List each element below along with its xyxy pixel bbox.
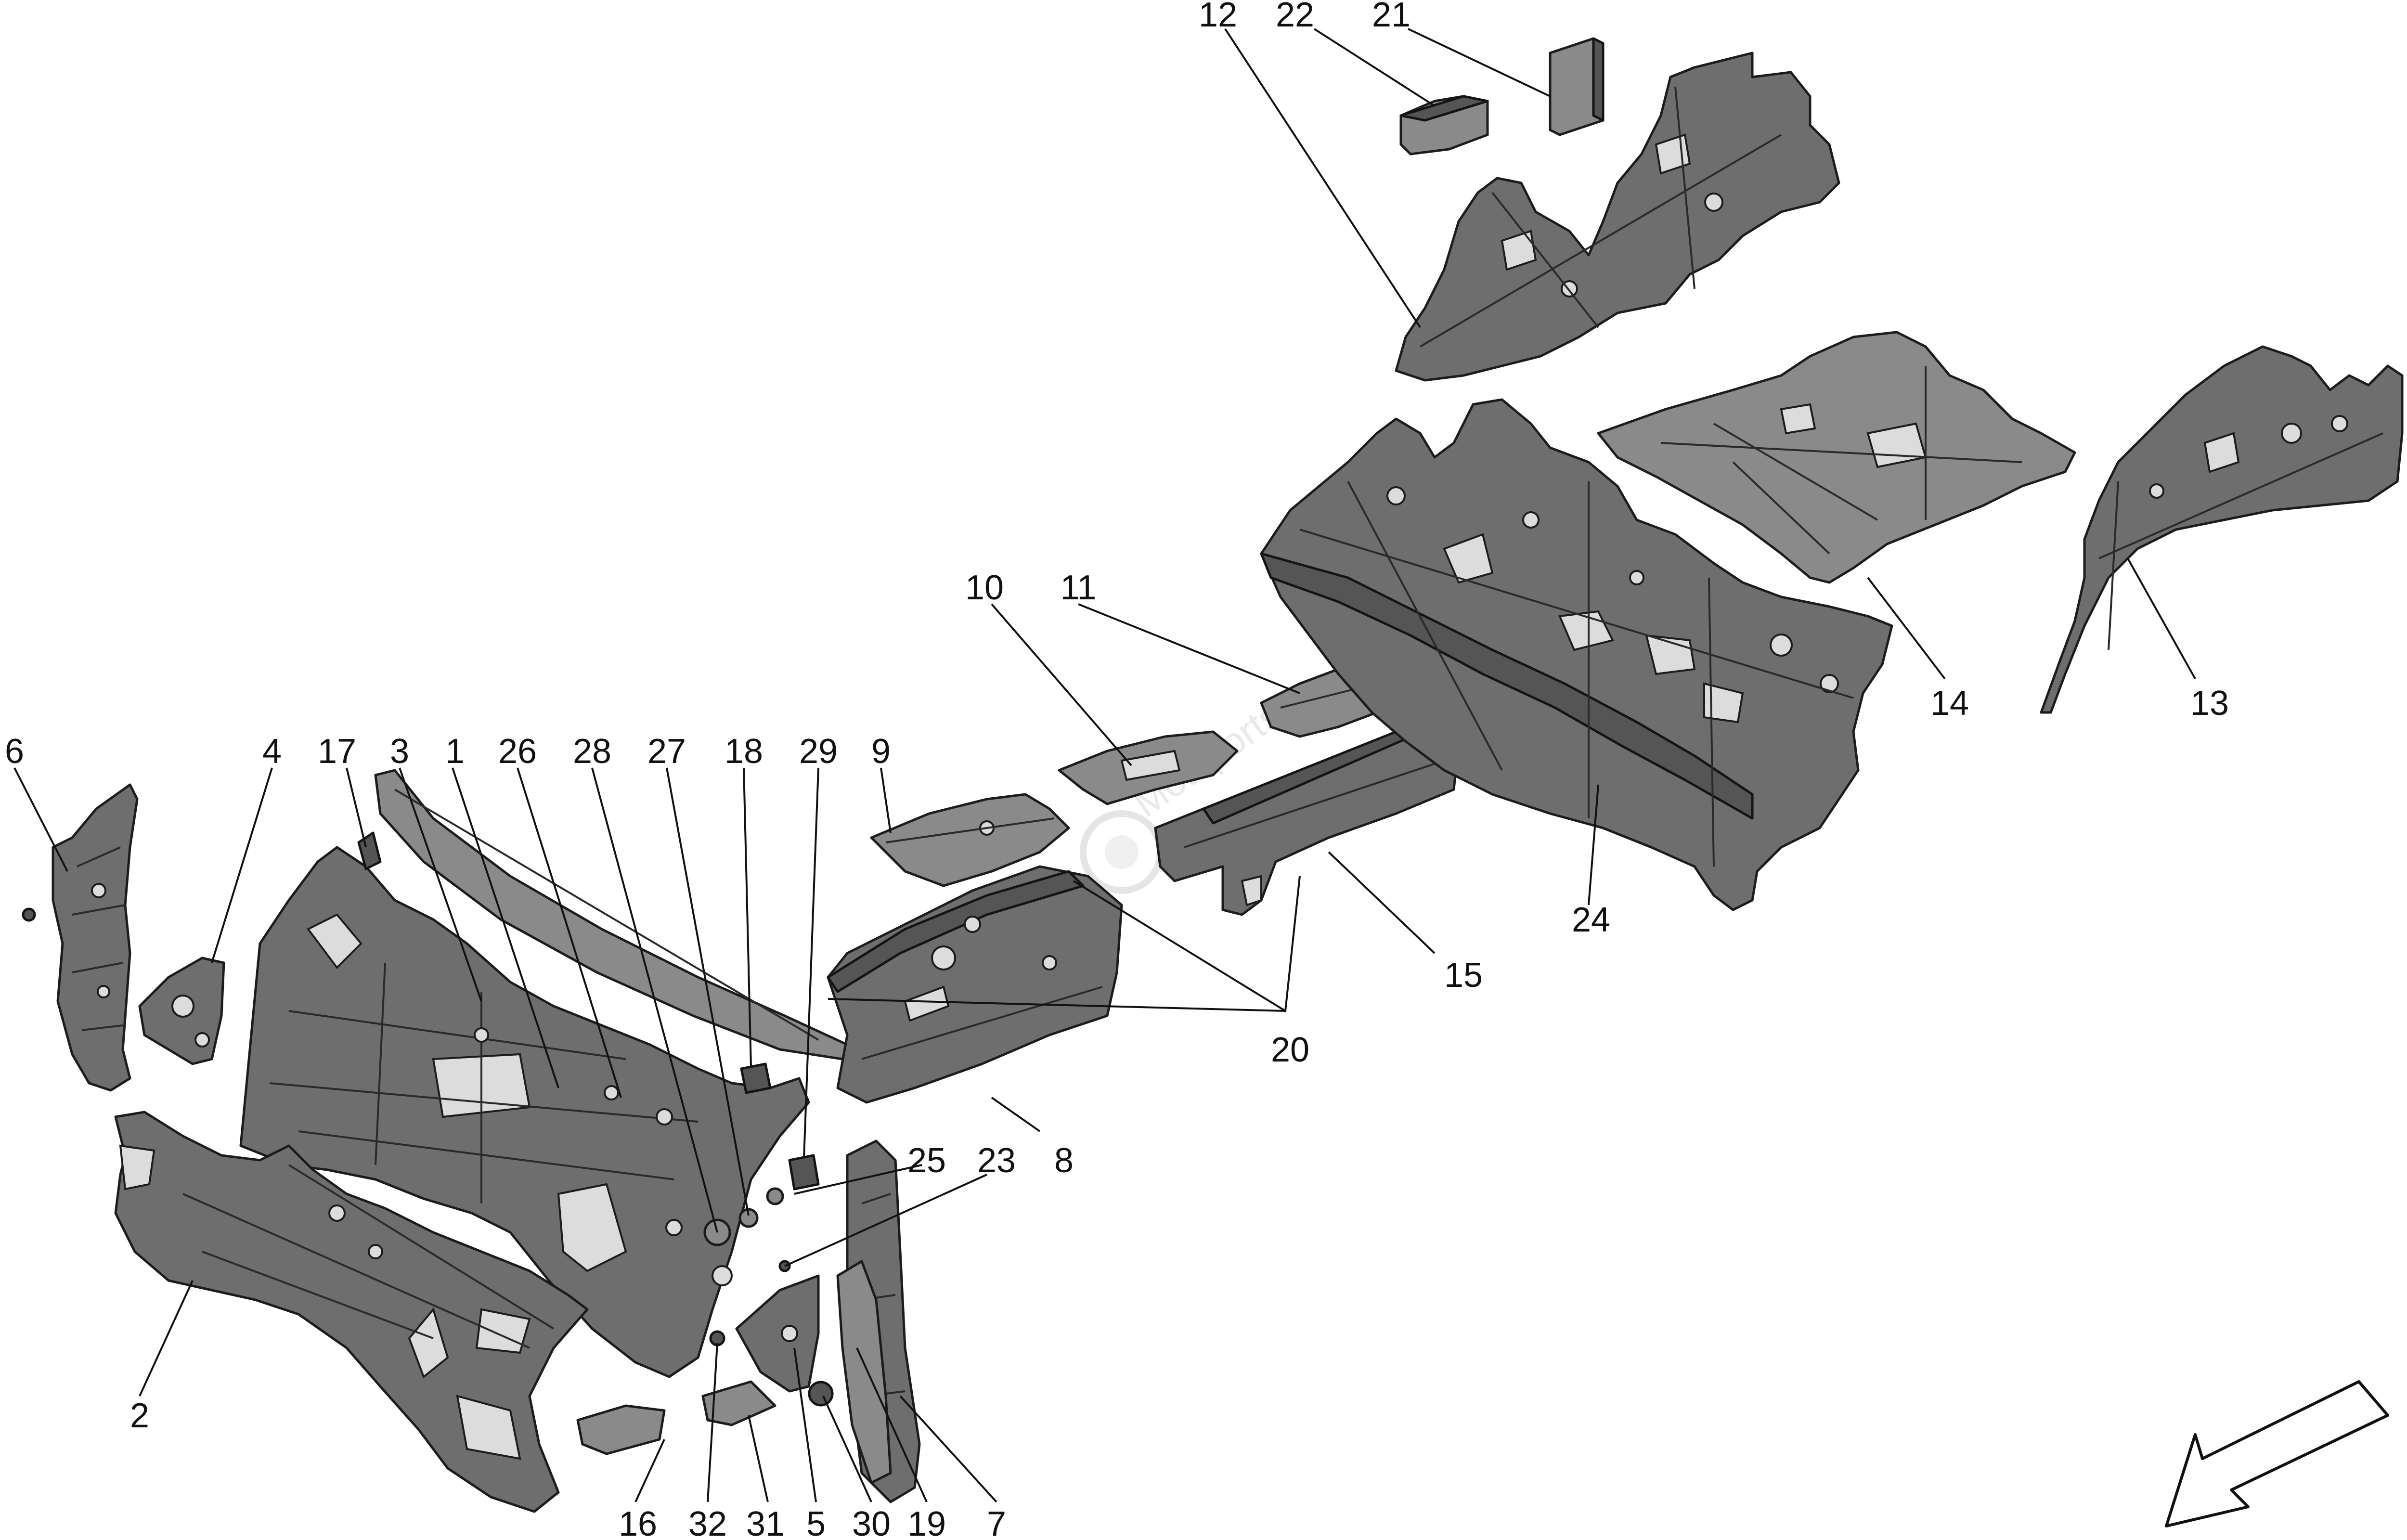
callout-9: 9 <box>871 732 891 771</box>
callout-12: 12 <box>1199 0 1237 34</box>
callout-17: 17 <box>318 732 356 771</box>
callout-30: 30 <box>852 1505 891 1540</box>
callout-20: 20 <box>1271 1031 1309 1069</box>
callout-26: 26 <box>498 732 537 771</box>
callout-13: 13 <box>2190 684 2229 723</box>
callout-7: 7 <box>987 1505 1006 1540</box>
callout-1: 1 <box>445 732 465 771</box>
part-21-foam-block <box>1549 37 1605 136</box>
grommets-25-27-28 <box>703 1187 784 1246</box>
part-15-tunnel-insulation <box>1154 711 1460 916</box>
part-31-tunnel-pad <box>701 1380 776 1426</box>
callout-25: 25 <box>907 1141 946 1180</box>
part-6-clip <box>22 907 36 922</box>
part-12-rear-bulkhead <box>1395 52 1840 382</box>
part-24-floor-insulation <box>1260 398 1893 911</box>
callout-4: 4 <box>262 732 282 771</box>
part-9-small-pad <box>870 793 1070 887</box>
part-19-pillar-pad <box>836 1260 892 1484</box>
leader-lines <box>13 28 2196 1503</box>
part-13-rear-side-pad <box>2040 345 2404 714</box>
part-6-side-pad <box>52 783 139 1092</box>
callout-2: 2 <box>130 1397 149 1435</box>
callout-8: 8 <box>1054 1141 1074 1180</box>
callout-5: 5 <box>806 1505 826 1540</box>
callout-10: 10 <box>965 569 1004 607</box>
callout-11: 11 <box>1061 569 1097 607</box>
callout-23: 23 <box>977 1141 1016 1180</box>
callout-19: 19 <box>907 1505 946 1540</box>
part-8-tunnel-insulation <box>827 865 1123 1104</box>
part-30-grommet <box>808 1381 834 1407</box>
callout-3: 3 <box>390 732 409 771</box>
part-16-small-pad <box>576 1404 666 1455</box>
callout-22: 22 <box>1276 0 1314 34</box>
callout-21: 21 <box>1372 0 1411 34</box>
callout-29: 29 <box>799 732 838 771</box>
callout-18: 18 <box>725 732 763 771</box>
callout-labels: 1 2 3 4 5 6 7 8 9 10 11 12 13 14 15 16 1… <box>5 0 2229 1540</box>
part-10-tunnel-pad <box>1058 730 1239 805</box>
part-32-clip <box>709 1330 725 1346</box>
part-18-plug <box>740 1062 772 1094</box>
callout-15: 15 <box>1444 956 1483 995</box>
front-direction-arrow-icon <box>2165 1380 2389 1527</box>
callout-28: 28 <box>573 732 611 771</box>
callout-14: 14 <box>1930 684 1969 723</box>
callout-6: 6 <box>5 732 24 771</box>
part-2-lower-insulation <box>114 1111 589 1513</box>
part-4-bracket-pad <box>138 957 225 1065</box>
callout-31: 31 <box>746 1505 785 1540</box>
callout-16: 16 <box>619 1505 657 1540</box>
callout-27: 27 <box>647 732 686 771</box>
part-5-center-pad <box>735 1274 820 1393</box>
part-22-foam-block <box>1399 95 1489 155</box>
part-1-firewall-insulation <box>239 846 810 1378</box>
callout-24: 24 <box>1572 901 1610 939</box>
part-14-rear-floor-pad <box>1597 331 2076 584</box>
part-29-plug <box>788 1154 820 1191</box>
callout-32: 32 <box>688 1505 727 1540</box>
